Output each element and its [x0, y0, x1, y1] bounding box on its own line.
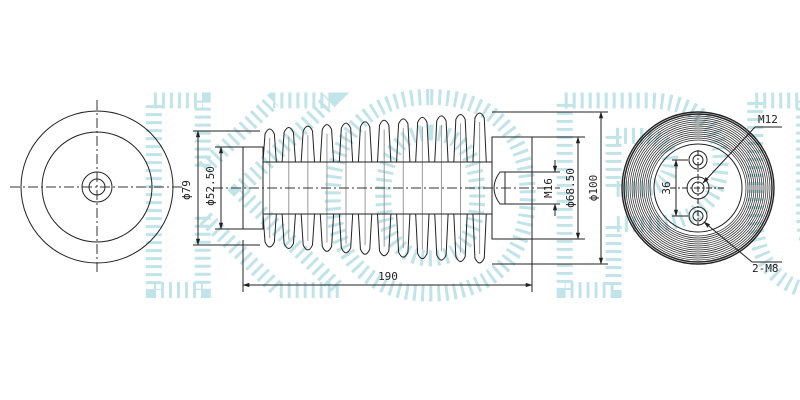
- shed-upper: [357, 121, 373, 163]
- shed-upper: [319, 124, 335, 163]
- shed-upper: [281, 127, 296, 163]
- dim-label-100: ϕ100: [587, 175, 600, 202]
- dim-label-52-50: ϕ52.50: [204, 166, 217, 206]
- shed-upper: [300, 125, 316, 163]
- shed-lower: [300, 213, 316, 251]
- dim-label-m16: M16: [542, 178, 555, 198]
- rear-ring: [647, 137, 749, 239]
- rear-ring: [631, 121, 765, 255]
- watermark: KOPU: [122, 42, 800, 360]
- shed-lower: [319, 213, 335, 252]
- dim-label-36: 36: [660, 181, 673, 194]
- shed-upper: [453, 113, 468, 163]
- shed-lower: [377, 213, 392, 257]
- shed-lower: [262, 213, 277, 248]
- front-view-circle: [10, 100, 185, 275]
- rear-ring: [627, 117, 769, 259]
- shed-lower: [357, 213, 373, 255]
- shed-lower: [396, 213, 411, 258]
- shed-upper: [472, 112, 487, 163]
- shed-upper: [396, 118, 411, 163]
- rear-ring: [637, 127, 759, 249]
- shed-upper: [377, 119, 392, 163]
- rear-ring: [623, 113, 773, 263]
- shed-lower: [472, 213, 487, 264]
- shed-upper: [338, 122, 354, 163]
- rear-view-circle: [621, 111, 782, 265]
- shed-lower: [453, 213, 468, 263]
- side-view-insulator: [193, 111, 608, 292]
- leader-2-m8: [703, 221, 753, 263]
- rear-ring: [625, 115, 771, 261]
- leader-m12: [702, 126, 756, 184]
- concentric-rings: [621, 111, 775, 265]
- shed-lower: [434, 213, 449, 261]
- label-m12: M12: [758, 113, 778, 126]
- dim-label-68-50: ϕ68.50: [564, 168, 577, 208]
- rear-ring: [633, 123, 763, 253]
- rear-ring: [645, 135, 751, 241]
- conical-stud: [493, 171, 532, 205]
- shed-upper: [415, 116, 430, 163]
- shed-upper: [262, 128, 277, 163]
- watermark-text: KOPU: [130, 50, 800, 352]
- dim-label-190: 190: [378, 270, 398, 283]
- rear-ring: [621, 111, 775, 265]
- shed-lower: [415, 213, 430, 260]
- rear-ring: [639, 129, 757, 247]
- shed-upper: [434, 115, 449, 163]
- rear-ring: [643, 133, 753, 243]
- label-2-m8: 2-M8: [752, 262, 779, 275]
- rear-ring: [641, 131, 755, 245]
- inner-face-circle: [653, 143, 743, 233]
- rear-ring: [635, 125, 761, 251]
- shed-lower: [338, 213, 354, 254]
- dim-label-79: ϕ79: [180, 180, 193, 200]
- shed-lower: [281, 213, 296, 249]
- rear-ring: [649, 139, 747, 237]
- rear-ring: [629, 119, 767, 257]
